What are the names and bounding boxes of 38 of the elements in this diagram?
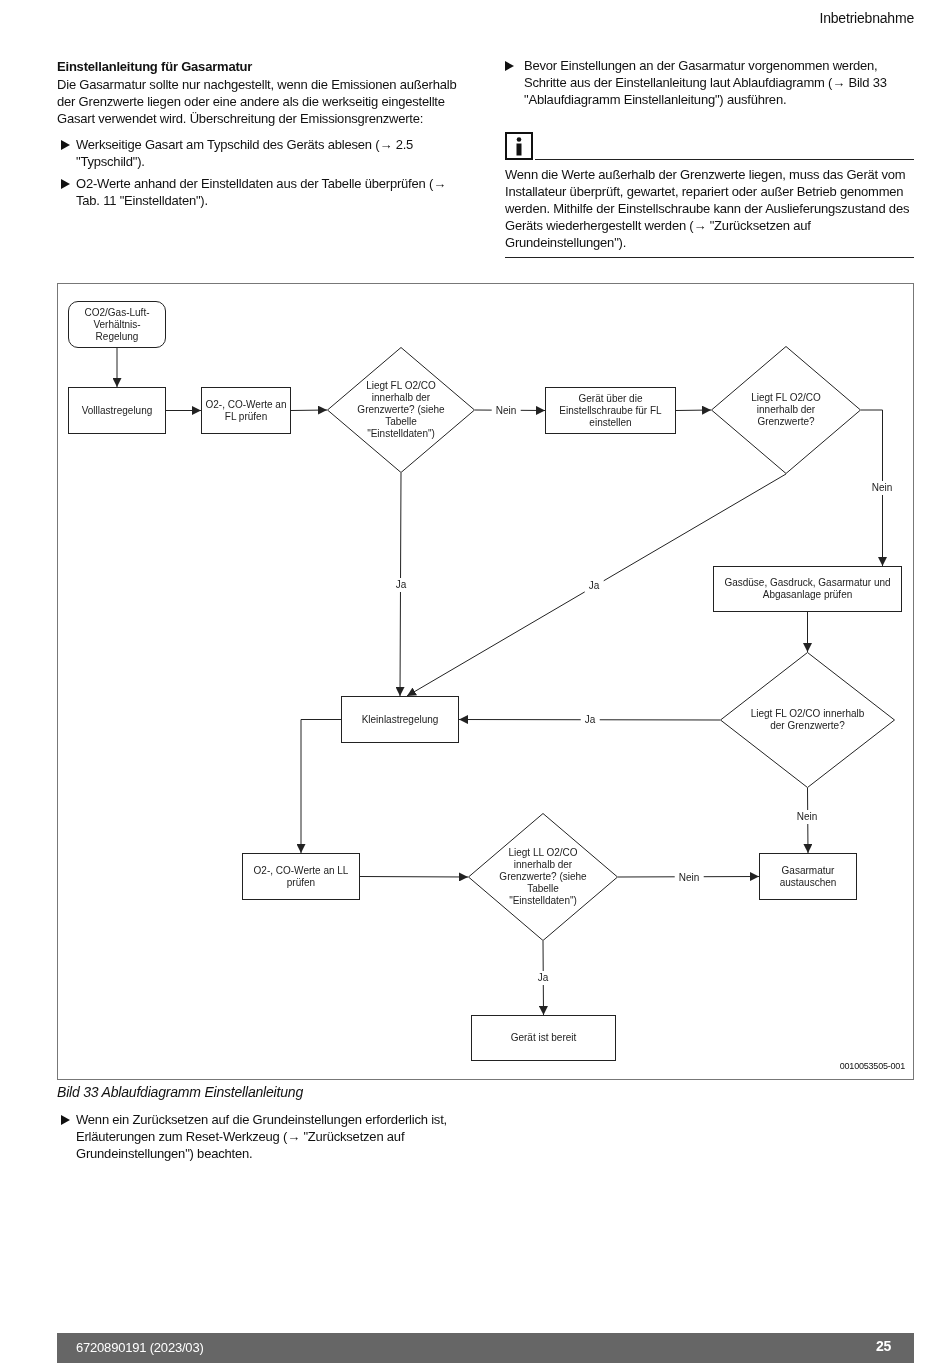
instruction-text: Bevor Einstellungen an der Gasarmatur vorgenommen werden, Schritte aus der Einstellanleitung laut Ablaufdiagramm (→ Bild 33 "Ablaufdiagramm Einstellanleitung") ausführen. xyxy=(524,57,888,108)
arrow xyxy=(458,715,721,724)
figure-number: 0010053505-001 xyxy=(838,1060,905,1072)
arrow xyxy=(112,347,122,388)
arrow xyxy=(538,940,548,1016)
instruction-text: O2-Werte anhand der Einstelldaten aus der Tabelle überprüfen (→ Tab. 11 "Einstelldaten"). xyxy=(76,175,447,209)
decision-diamond: Liegt FL O2/CO innerhalb der Grenzwerte? xyxy=(720,652,895,788)
arrow xyxy=(290,405,328,415)
process-box: Volllastregelung xyxy=(68,387,166,434)
process-box: Gerät über die Einstellschraube für FL einstellen xyxy=(545,387,676,434)
process-box: O2-, CO-Werte an FL prüfen xyxy=(201,387,291,434)
arrow xyxy=(395,472,405,697)
document-number: 6720890191 (2023/03) xyxy=(76,1339,204,1356)
arrow xyxy=(296,719,342,854)
decision-diamond: Liegt FL O2/CO innerhalb der Grenzwerte? xyxy=(711,346,861,474)
edge-label: Ja xyxy=(584,579,604,593)
paragraph: Die Gasarmatur sollte nur nachgestellt, wenn die Emissionen außerhalb der Grenzwerte liegen oder eine andere als die werkseitig eingestellte Gasart verwendet wird. Überschreitung der Emissionsgrenzwerte: xyxy=(57,76,458,127)
start-box: CO2/Gas-Luft-Verhältnis-Regelung xyxy=(68,301,166,348)
process-box: Gerät ist bereit xyxy=(471,1015,616,1061)
arrow xyxy=(165,406,202,415)
page-number: 25 xyxy=(876,1338,892,1355)
arrow xyxy=(803,611,812,653)
process-box: Gasdüse, Gasdruck, Gasarmatur und Abgasanlage prüfen xyxy=(713,566,902,612)
instruction-text: Werkseitige Gasart am Typschild des Geräts ablesen (→ 2.5 "Typschild"). xyxy=(76,136,415,170)
arrow xyxy=(359,872,469,882)
arrow xyxy=(860,409,887,567)
arrow xyxy=(675,405,712,415)
decision-diamond: Liegt LL O2/CO innerhalb der Grenzwerte? (siehe Tabelle "Einstelldaten") xyxy=(468,813,618,941)
process-box: Kleinlastregelung xyxy=(341,696,459,743)
page-header: Inbetriebnahme xyxy=(819,10,914,27)
arrow xyxy=(406,473,787,697)
process-box: O2-, CO-Werte an LL prüfen xyxy=(242,853,360,900)
note-text: Wenn die Werte außerhalb der Grenzwerte liegen, muss das Gerät vom Installateur überprüft, gewartet, repariert oder außer Betrieb genommen werden. Mithilfe der Einstellschraube kann der Auslieferungszustand des Geräts wiederhergestellt werden (→ "Zurücksetzen auf Grundeinstellungen"). xyxy=(505,166,911,251)
instruction-text: Wenn ein Zurücksetzen auf die Grundeinstellungen erforderlich ist, Erläuterungen zum Reset-Werkzeug (→ "Zurücksetzen auf Grundeinstellungen") beachten. xyxy=(76,1111,448,1162)
figure-caption: Bild 33 Ablaufdiagramm Einstellanleitung xyxy=(57,1084,303,1101)
decision-diamond: Liegt FL O2/CO innerhalb der Grenzwerte? (siehe Tabelle "Einstelldaten") xyxy=(327,347,475,473)
section-heading: Einstellanleitung für Gasarmatur xyxy=(57,58,254,75)
process-box: Gasarmatur austauschen xyxy=(759,853,857,900)
